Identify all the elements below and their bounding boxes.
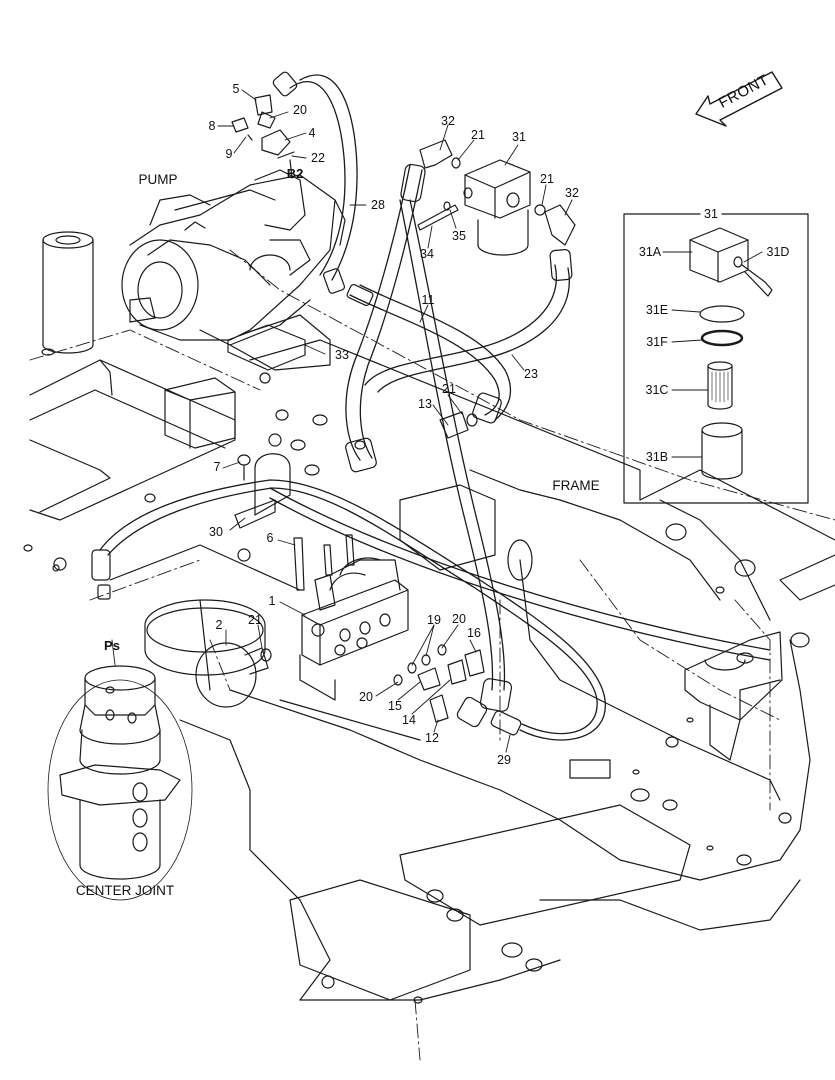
- front-arrow-icon: [695, 71, 783, 127]
- center-joint: [59, 665, 181, 880]
- pump-bracket-edge: [164, 389, 236, 449]
- callout-33: 33: [335, 348, 349, 362]
- callout-19: 19: [427, 613, 441, 627]
- callout-4: 4: [308, 126, 316, 140]
- callout-leaders: [111, 89, 573, 753]
- callout-29: 29: [497, 753, 511, 767]
- inset-part-31c: 31C: [645, 383, 669, 397]
- pump-bracket-block: [164, 377, 236, 449]
- callout-20: 20: [359, 690, 373, 704]
- frame-label: FRAME: [552, 478, 600, 493]
- callout-8: 8: [208, 119, 216, 133]
- inset-part-31d: 31D: [766, 245, 790, 259]
- callout-9: 9: [225, 147, 233, 161]
- callout-16: 16: [467, 626, 481, 640]
- callout-20: 20: [452, 612, 466, 626]
- pump-assembly: [121, 169, 346, 371]
- callout-13: 13: [418, 397, 432, 411]
- callout-32: 32: [441, 114, 455, 128]
- hose-fittings: [91, 71, 573, 736]
- line-filter: [417, 139, 576, 256]
- port-b2-label: B2: [286, 166, 304, 181]
- callout-20: 20: [293, 103, 307, 117]
- mounting-plate: [227, 324, 306, 371]
- callout-12: 12: [425, 731, 439, 745]
- inset-leaders: [662, 251, 763, 458]
- pump-fittings: [231, 94, 295, 159]
- callout-28: 28: [371, 198, 385, 212]
- callout-34: 34: [420, 247, 434, 261]
- right-mounting-bracket: [684, 631, 783, 761]
- frame-bosses: [23, 348, 810, 1004]
- port-ps-label: Ps: [104, 638, 120, 653]
- inset-part-31f: 31F: [646, 335, 668, 349]
- frame-outline: [29, 339, 835, 1001]
- callout-23: 23: [524, 367, 538, 381]
- callout-21: 21: [442, 382, 456, 396]
- frame-cutouts: [47, 484, 691, 1001]
- callout-7: 7: [213, 460, 221, 474]
- callout-2: 2: [215, 618, 223, 632]
- frame-centerline: [29, 249, 835, 1061]
- left-post: [42, 231, 94, 354]
- solenoid-valve-block: [293, 411, 485, 723]
- inset-part-31a: 31A: [638, 245, 662, 259]
- inset-part-31b: 31B: [645, 450, 669, 464]
- callout-31: 31: [512, 130, 526, 144]
- callout-5: 5: [232, 82, 240, 96]
- center-joint-label: CENTER JOINT: [75, 883, 175, 898]
- callout-21: 21: [471, 128, 485, 142]
- callout-11: 11: [421, 293, 435, 307]
- callout-6: 6: [266, 531, 274, 545]
- callout-35: 35: [452, 229, 466, 243]
- callout-21: 21: [540, 172, 554, 186]
- hose-lines: [99, 74, 771, 741]
- callout-15: 15: [388, 699, 402, 713]
- callout-14: 14: [402, 713, 416, 727]
- callout-1: 1: [268, 594, 276, 608]
- hose-clamp: [234, 453, 291, 529]
- callout-22: 22: [311, 151, 325, 165]
- filter-detail-inset: [623, 213, 809, 504]
- b2-leader: [289, 159, 293, 179]
- callout-32: 32: [565, 186, 579, 200]
- pump-label: PUMP: [138, 172, 178, 187]
- callout-30: 30: [209, 525, 223, 539]
- inset-part-31e: 31E: [645, 303, 669, 317]
- callout-21: 21: [248, 613, 262, 627]
- inset-title: 31: [704, 207, 718, 221]
